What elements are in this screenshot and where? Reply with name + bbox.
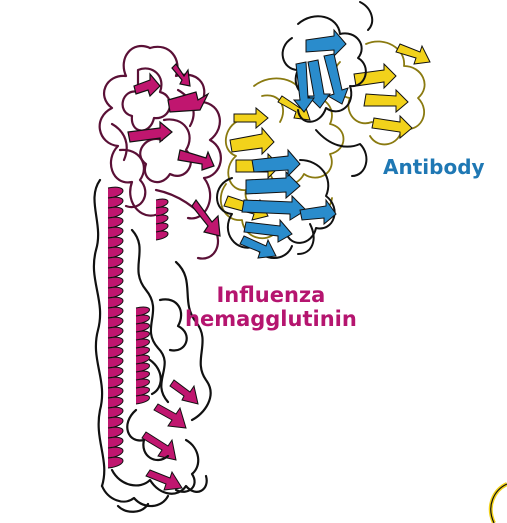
corner-fragment xyxy=(488,482,507,523)
antibody-label: Antibody xyxy=(383,155,485,179)
hemagglutinin-head-strands xyxy=(127,63,221,237)
hemagglutinin-label-line-2: hemagglutinin xyxy=(185,307,357,332)
antibody-ribbon xyxy=(216,1,431,259)
hemagglutinin-ribbon xyxy=(92,45,222,513)
hemagglutinin-label-line-1: Influenza xyxy=(216,283,326,307)
hemagglutinin-stem-helices xyxy=(141,198,199,491)
hemagglutinin-label: Influenza hemagglutinin xyxy=(185,283,357,331)
hemagglutinin-short-helix xyxy=(135,306,150,405)
antibody-heavy-chain-strands xyxy=(239,28,349,259)
hemagglutinin-long-helix xyxy=(107,186,124,469)
hemagglutinin-stem-loops xyxy=(92,178,212,513)
